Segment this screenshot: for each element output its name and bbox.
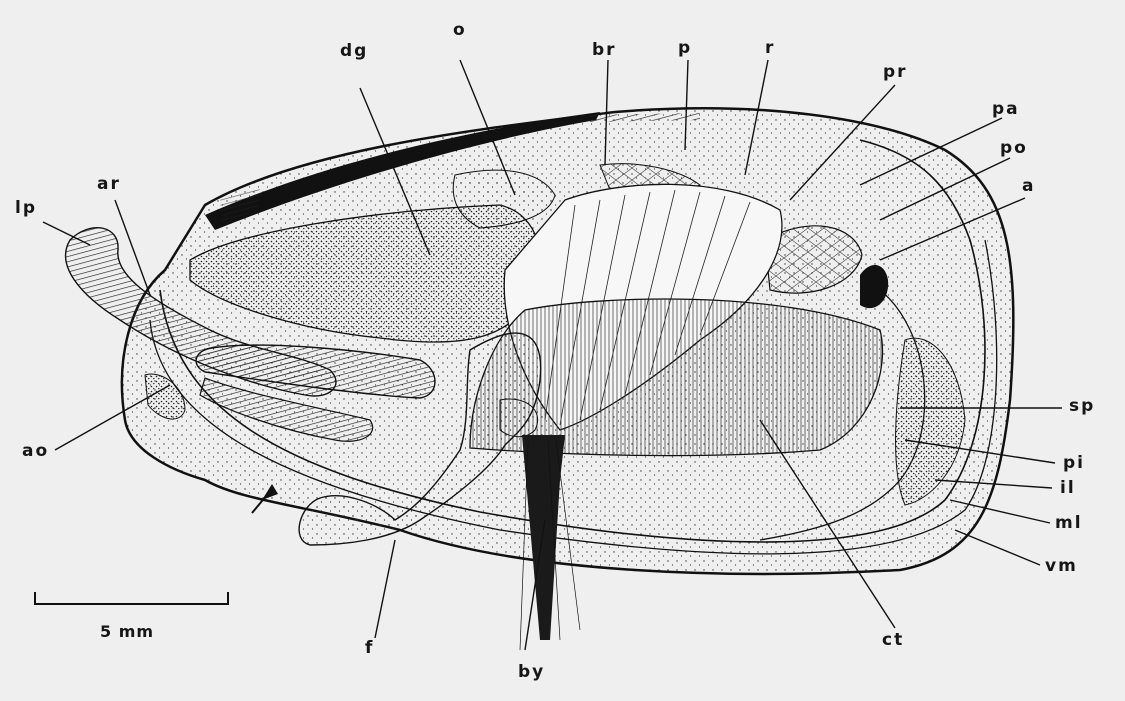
label-pi: pi (1063, 455, 1085, 472)
label-ct: ct (882, 632, 904, 649)
label-ao: ao (22, 443, 49, 460)
label-il: il (1060, 480, 1076, 497)
label-a: a (1022, 178, 1035, 195)
label-br: br (592, 42, 617, 59)
label-p: p (678, 40, 692, 57)
scale-bar-label: 5 mm (100, 622, 154, 641)
label-f: f (365, 640, 374, 657)
scale-bar-line (35, 592, 228, 605)
label-lp: lp (15, 200, 37, 217)
label-sp: sp (1069, 398, 1095, 415)
label-pr: pr (883, 64, 908, 81)
label-o: o (453, 22, 467, 39)
label-pa: pa (992, 101, 1020, 118)
label-ar: ar (97, 176, 121, 193)
label-ml: ml (1055, 515, 1083, 532)
label-r: r (765, 40, 775, 57)
label-dg: dg (340, 43, 368, 60)
label-by: by (518, 664, 545, 681)
label-vm: vm (1045, 558, 1078, 575)
label-po: po (1000, 140, 1028, 157)
